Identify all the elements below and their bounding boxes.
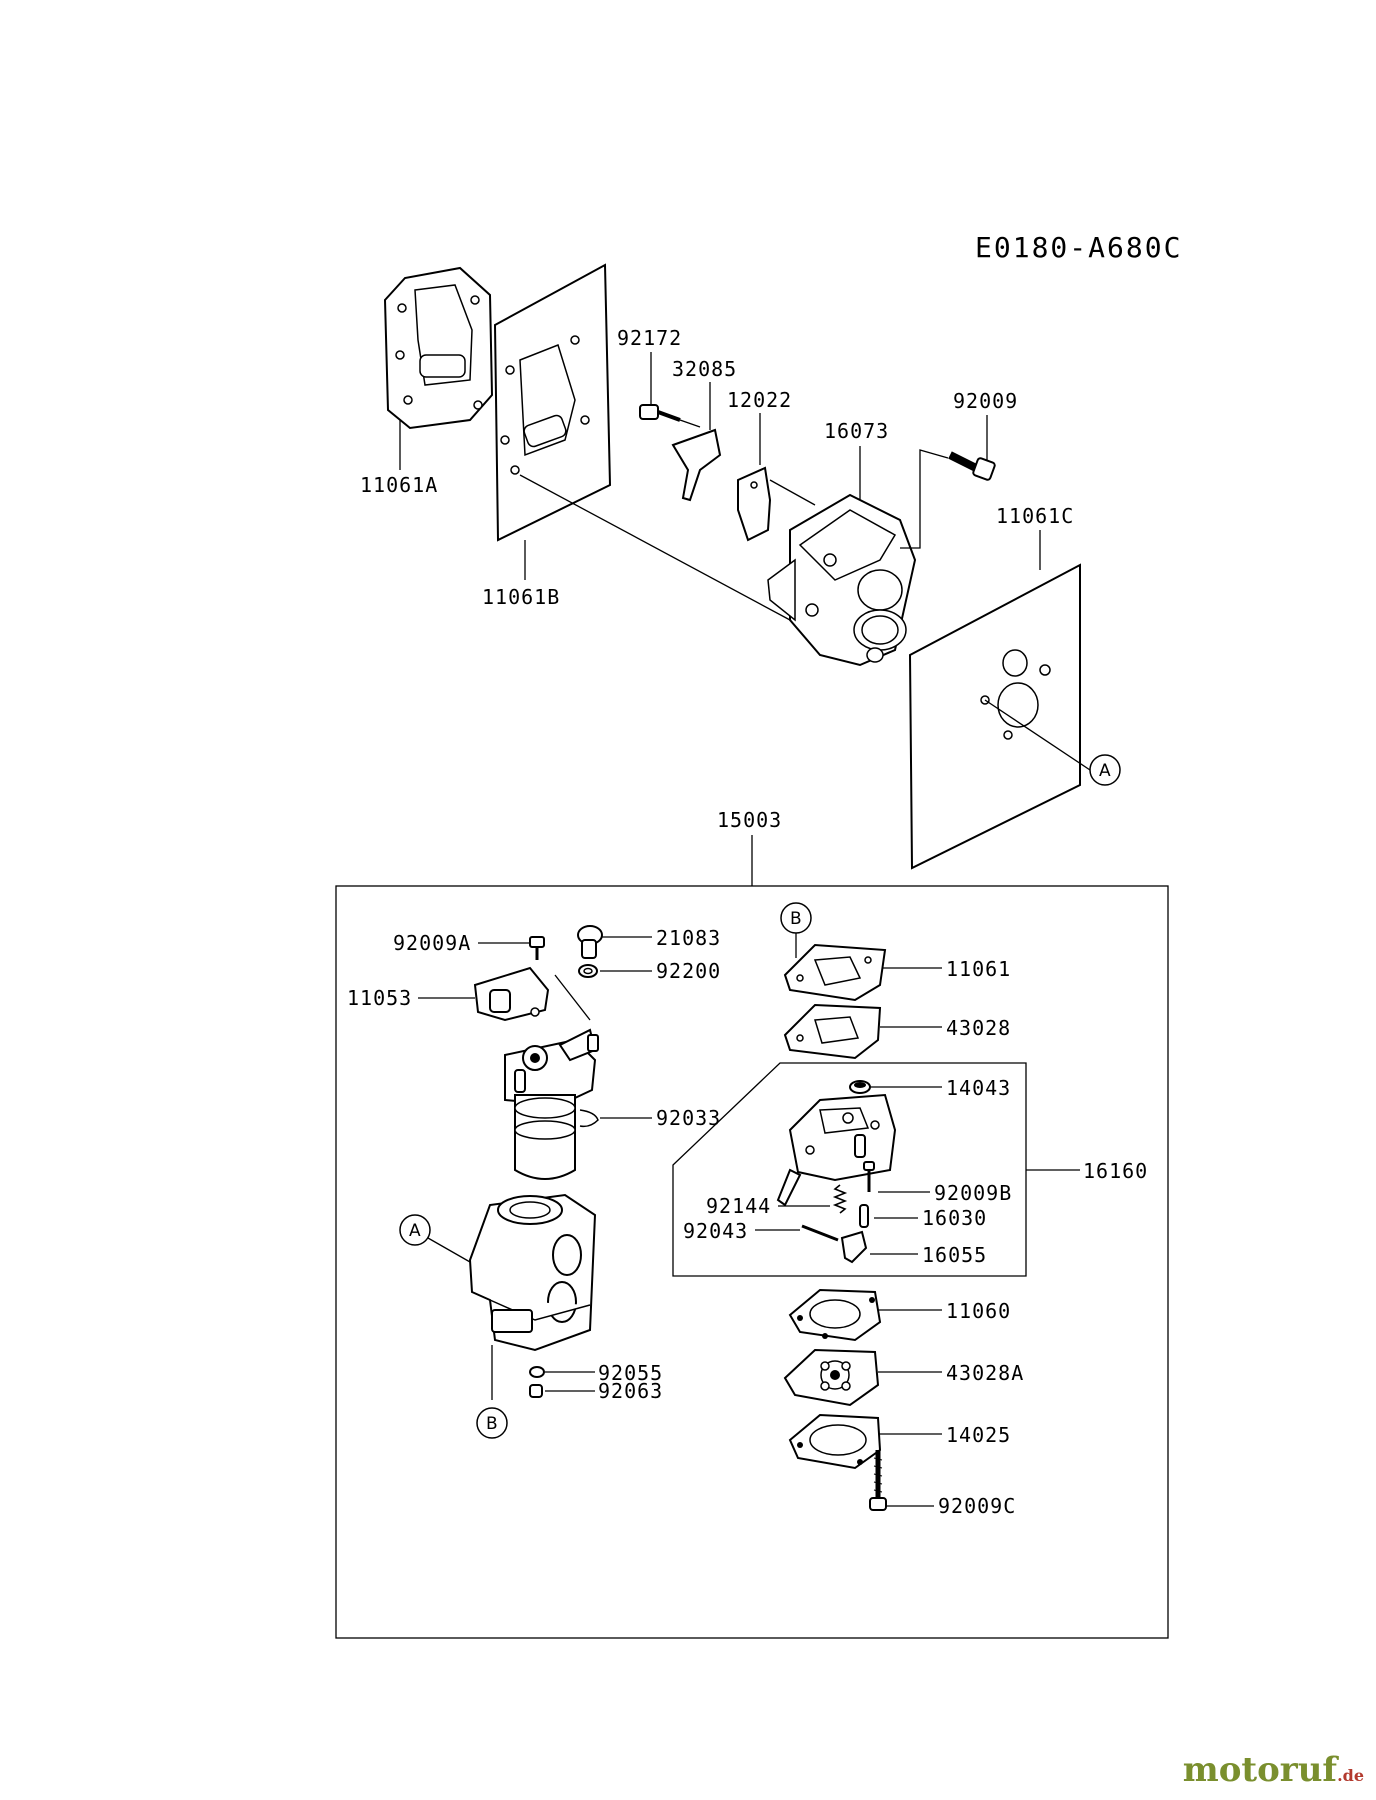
lever-11053 bbox=[473, 966, 550, 1022]
ref-circle-a-top: A bbox=[1089, 754, 1121, 786]
label-11053: 11053 bbox=[347, 986, 412, 1010]
screw-92009B bbox=[863, 1161, 875, 1192]
seal-92055 bbox=[529, 1366, 545, 1378]
plate-32085 bbox=[671, 428, 722, 502]
spring-92144 bbox=[832, 1184, 848, 1214]
gasket-11061 bbox=[783, 943, 887, 1002]
gasket-11060 bbox=[788, 1288, 882, 1342]
pin-16030 bbox=[859, 1204, 869, 1228]
ref-circle-b-upper: B bbox=[780, 902, 812, 934]
label-43028: 43028 bbox=[946, 1016, 1011, 1040]
label-15003: 15003 bbox=[717, 808, 782, 832]
label-11061: 11061 bbox=[946, 957, 1011, 981]
label-16055: 16055 bbox=[922, 1243, 987, 1267]
svg-text:B: B bbox=[790, 909, 802, 929]
label-92009: 92009 bbox=[953, 389, 1018, 413]
ref-circle-b-lower: B bbox=[476, 1407, 508, 1439]
label-92063: 92063 bbox=[598, 1379, 663, 1403]
label-14025: 14025 bbox=[946, 1423, 1011, 1447]
label-92172: 92172 bbox=[617, 326, 682, 350]
gasket-11061C bbox=[908, 563, 1081, 870]
insulator-16073 bbox=[767, 493, 917, 667]
svg-text:A: A bbox=[1099, 761, 1111, 781]
plate-12022 bbox=[737, 466, 772, 542]
diaphragm-43028 bbox=[783, 1003, 882, 1060]
screw-92009A bbox=[529, 936, 545, 960]
pump-body bbox=[776, 1093, 897, 1207]
label-16160: 16160 bbox=[1083, 1159, 1148, 1183]
label-92033: 92033 bbox=[656, 1106, 721, 1130]
lever-16055 bbox=[840, 1230, 868, 1264]
ref-circle-a-lower: A bbox=[399, 1214, 431, 1246]
screw-92009C bbox=[869, 1450, 887, 1511]
clip-92033 bbox=[579, 1109, 599, 1128]
label-11061B: 11061B bbox=[482, 585, 560, 609]
label-92009B: 92009B bbox=[934, 1181, 1012, 1205]
cover-14025 bbox=[788, 1413, 882, 1470]
throttle-body bbox=[504, 1028, 599, 1180]
kit-box-15003 bbox=[335, 885, 1169, 1639]
pin-92043 bbox=[801, 1224, 839, 1242]
label-11061C: 11061C bbox=[996, 504, 1074, 528]
label-43028A: 43028A bbox=[946, 1361, 1024, 1385]
label-92043: 92043 bbox=[683, 1219, 748, 1243]
diagram-code: E0180-A680C bbox=[975, 231, 1182, 264]
label-16030: 16030 bbox=[922, 1206, 987, 1230]
label-32085: 32085 bbox=[672, 357, 737, 381]
label-16073: 16073 bbox=[824, 419, 889, 443]
screw-21083 bbox=[577, 925, 603, 959]
plug-92063 bbox=[529, 1384, 543, 1398]
label-11061A: 11061A bbox=[360, 473, 438, 497]
label-14043: 14043 bbox=[946, 1076, 1011, 1100]
screw-92172 bbox=[639, 404, 681, 422]
label-92009A: 92009A bbox=[393, 931, 471, 955]
label-92055: 92055 bbox=[598, 1361, 663, 1385]
svg-text:A: A bbox=[409, 1221, 421, 1241]
label-11060: 11060 bbox=[946, 1299, 1011, 1323]
gasket-11061A bbox=[383, 266, 494, 430]
label-12022: 12022 bbox=[727, 388, 792, 412]
svg-text:B: B bbox=[486, 1414, 498, 1434]
label-92144: 92144 bbox=[706, 1194, 771, 1218]
bolt-92009 bbox=[948, 451, 996, 481]
watermark-logo: motoruf.de bbox=[1182, 1750, 1364, 1790]
carburetor-body bbox=[468, 1193, 597, 1352]
label-92009C: 92009C bbox=[938, 1494, 1016, 1518]
label-21083: 21083 bbox=[656, 926, 721, 950]
label-92200: 92200 bbox=[656, 959, 721, 983]
diaphragm-43028A bbox=[783, 1348, 880, 1407]
gasket-11061B bbox=[493, 263, 612, 542]
